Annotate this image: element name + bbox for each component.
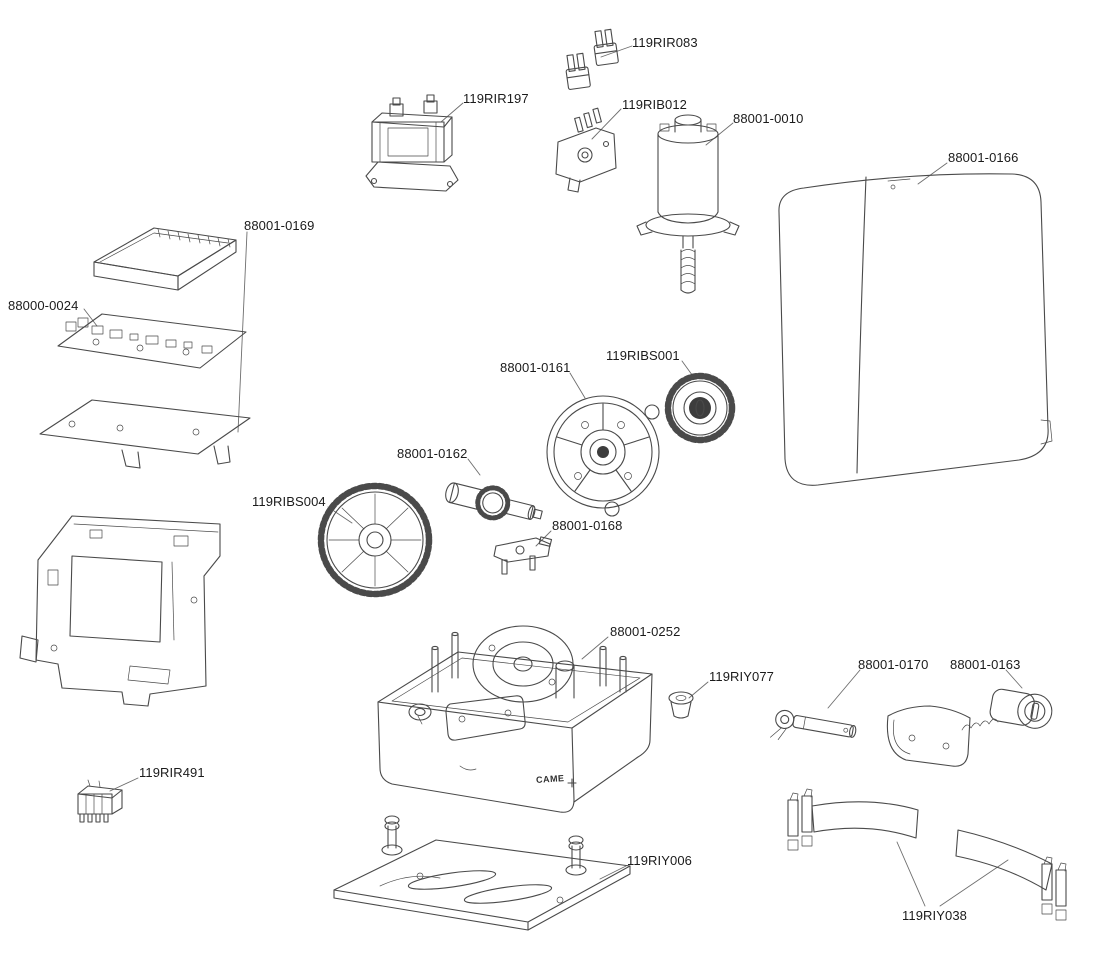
part-label-88001-0168: 88001-0168: [552, 518, 623, 533]
part-drawing-119RIR197: [365, 94, 459, 192]
leader-line-119RIB012: [591, 108, 622, 140]
part-label-119RIBS004: 119RIBS004: [252, 494, 326, 509]
part-drawing-88001-0170: [770, 709, 857, 740]
leader-line-119RIY038-right: [939, 859, 1009, 907]
part-label-119RIBS001: 119RIBS001: [606, 348, 680, 363]
part-drawing-119RIR083: [565, 28, 619, 90]
part-label-88001-0010: 88001-0010: [733, 111, 804, 126]
part-drawing-119RIBS004: [317, 482, 433, 598]
leader-line-88001-0170: [827, 669, 861, 709]
leader-line-119RIR197: [440, 102, 464, 123]
leader-line-88000-0024: [83, 308, 98, 327]
part-drawing-88001-0166: [778, 173, 1053, 486]
part-drawing-119RIR491: [77, 779, 123, 823]
part-label-119RIR197: 119RIR197: [463, 91, 529, 106]
part-drawing-88001-0169: [93, 227, 237, 291]
leader-line-88001-0163: [1005, 669, 1023, 689]
part-label-88001-0162: 88001-0162: [397, 446, 468, 461]
part-drawing-88000-0024: [39, 313, 251, 469]
part-drawing-119RIY006: [333, 815, 631, 931]
part-drawing-88001-0168: [493, 536, 553, 575]
part-label-88001-0166: 88001-0166: [948, 150, 1019, 165]
leader-line-88001-0161: [569, 372, 586, 399]
leader-line-119RIY038-left: [896, 841, 926, 907]
part-label-119RIY038: 119RIY038: [902, 908, 967, 923]
part-label-88001-0163: 88001-0163: [950, 657, 1021, 672]
leader-line-88001-0166: [917, 162, 948, 185]
part-label-88001-0252: 88001-0252: [610, 624, 681, 639]
part-drawing-88001-0161: [546, 395, 660, 517]
part-label-119RIB012: 119RIB012: [622, 97, 687, 112]
leader-line-88001-0252: [581, 636, 609, 660]
part-label-119RIR491: 119RIR491: [139, 765, 205, 780]
came-key-icon: [567, 778, 577, 788]
part-drawing-119RIBS001: [664, 372, 736, 444]
part-drawing-88001-0010: [636, 114, 740, 294]
part-drawing-119RIB012: [555, 107, 617, 193]
leader-line-88001-0168: [535, 530, 552, 547]
part-label-119RIR083: 119RIR083: [632, 35, 698, 50]
part-drawing-88001-0162: [445, 482, 543, 521]
came-logo-text: CAME: [535, 773, 565, 785]
part-label-119RIY006: 119RIY006: [627, 853, 692, 868]
part-drawing-88001-0252: [377, 625, 653, 813]
leader-line-88001-0010: [705, 122, 734, 146]
leader-line-119RIY006: [599, 865, 627, 880]
part-drawing-chassis-frame: [19, 515, 221, 707]
part-drawing-119RIY077: [668, 691, 694, 719]
part-label-88001-0170: 88001-0170: [858, 657, 929, 672]
part-label-88000-0024: 88000-0024: [8, 298, 79, 313]
part-drawing-88001-0163: [886, 688, 1053, 767]
part-label-88001-0161: 88001-0161: [500, 360, 571, 375]
leader-line-88001-0162: [467, 458, 481, 476]
part-drawing-119RIY038: [787, 788, 1067, 921]
part-label-119RIY077: 119RIY077: [709, 669, 774, 684]
part-label-88001-0169: 88001-0169: [244, 218, 315, 233]
